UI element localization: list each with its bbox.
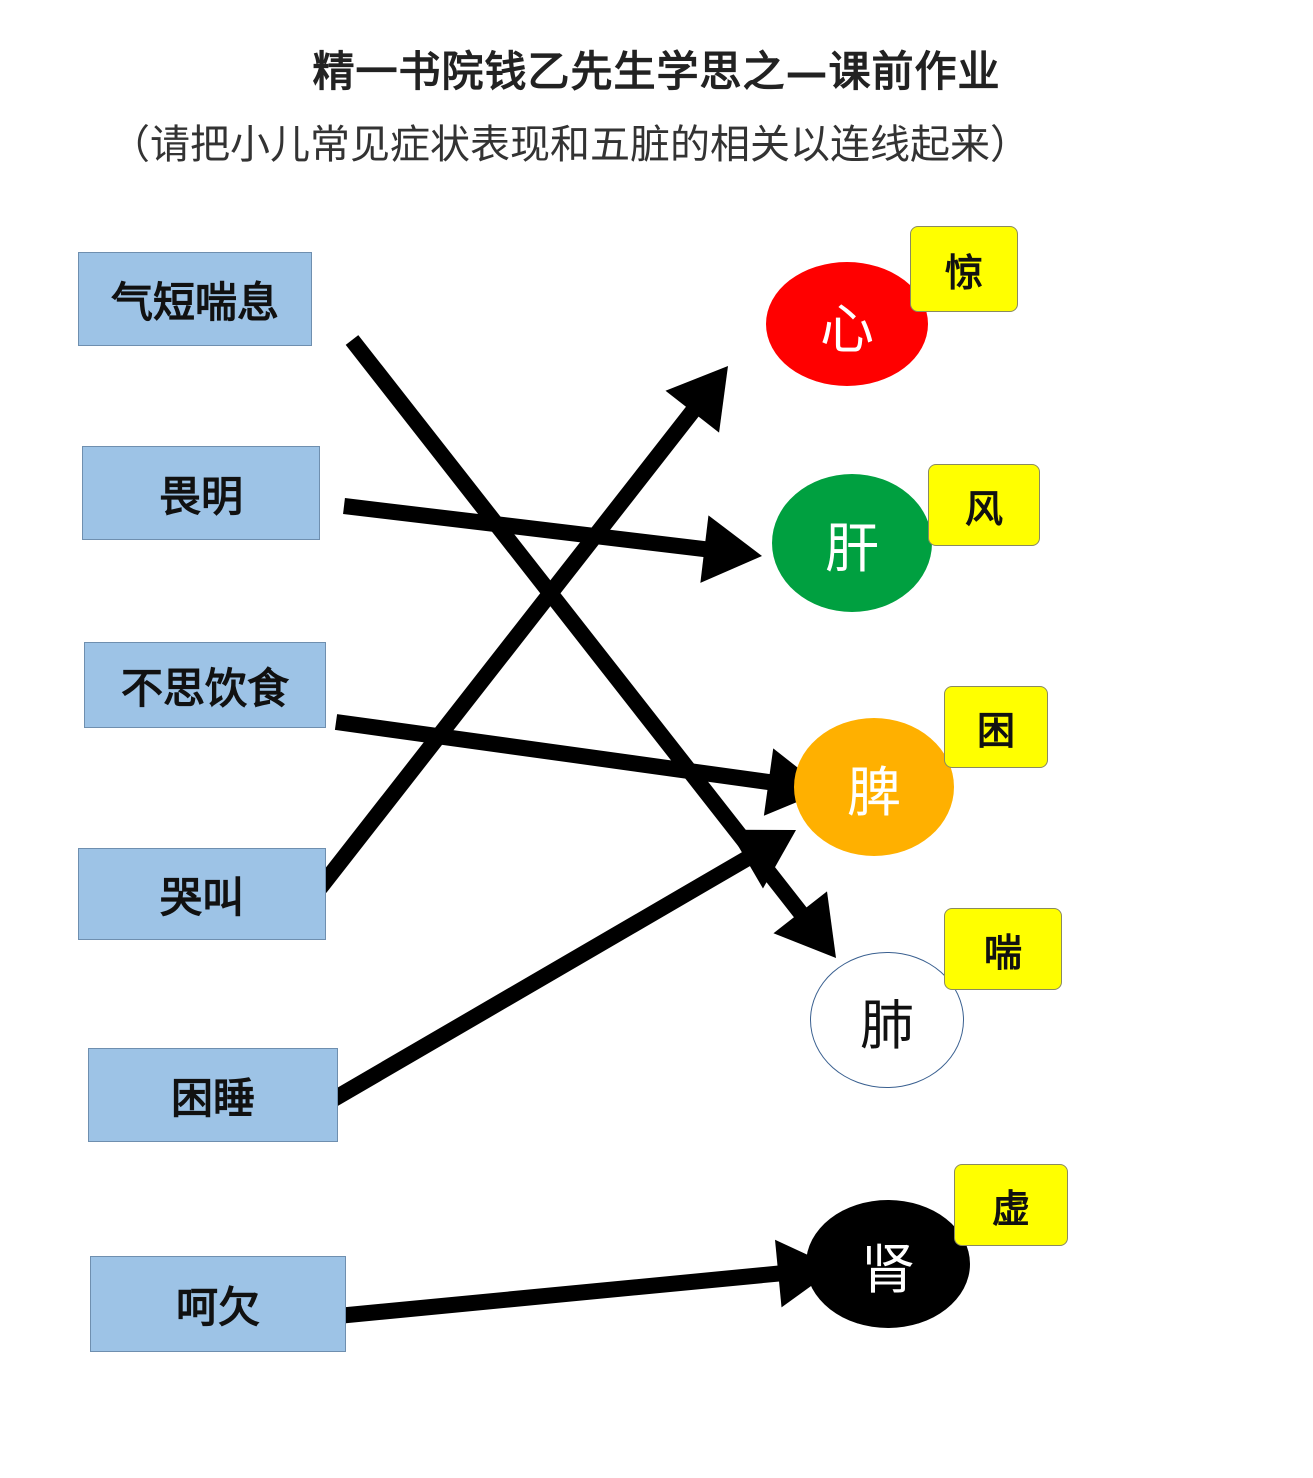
arrow-shaft-4	[313, 402, 703, 893]
page-title: 精一书院钱乙先生学思之—课前作业	[312, 47, 1001, 96]
instruction-subtitle: （请把小儿常见症状表现和五脏的相关以连线起来）	[110, 122, 1030, 168]
symptom-box-photophobia[interactable]: 畏明	[82, 446, 320, 540]
organ-label: 肺	[860, 993, 914, 1057]
organ-spleen[interactable]: 脾	[794, 718, 954, 856]
arrow-shaft-2	[343, 498, 712, 558]
organ-kidney[interactable]: 肾	[806, 1200, 970, 1328]
symptom-box-crying[interactable]: 哭叫	[78, 848, 326, 940]
symptom-box-shortness-of-breath[interactable]: 气短喘息	[78, 252, 312, 346]
tag-fright: 惊	[910, 226, 1018, 312]
organ-liver[interactable]: 肝	[772, 474, 932, 612]
organ-label: 心	[820, 297, 874, 361]
organ-lung[interactable]: 肺	[810, 952, 964, 1088]
tag-wheeze: 喘	[944, 908, 1062, 990]
symptom-box-yawning[interactable]: 呵欠	[90, 1256, 346, 1352]
arrow-head-4	[665, 366, 728, 433]
organ-heart[interactable]: 心	[766, 262, 928, 386]
arrow-shaft-1	[345, 335, 811, 922]
organ-label: 肾	[861, 1237, 915, 1301]
symptom-label: 哭叫	[159, 872, 244, 922]
organ-label: 肝	[825, 516, 879, 580]
symptom-box-no-appetite[interactable]: 不思饮食	[84, 642, 326, 728]
symptom-label: 呵欠	[175, 1282, 260, 1332]
arrow-head-2	[700, 515, 762, 583]
symptom-box-drowsiness[interactable]: 困睡	[88, 1048, 338, 1142]
symptom-label: 气短喘息	[110, 277, 279, 327]
arrow-head-6	[775, 1239, 836, 1308]
tag-sleepy: 困	[944, 686, 1048, 768]
tag-deficiency: 虚	[954, 1164, 1068, 1246]
arrow-shaft-5	[279, 849, 756, 1135]
symptom-label: 不思饮食	[120, 663, 289, 713]
symptom-label: 畏明	[158, 471, 243, 521]
arrow-shaft-3	[334, 714, 776, 791]
organ-label: 脾	[847, 760, 901, 824]
symptom-label: 困睡	[170, 1073, 255, 1123]
arrow-head-1	[773, 891, 836, 958]
arrow-head-5	[728, 829, 796, 889]
arrow-shaft-6	[295, 1265, 786, 1328]
tag-wind: 风	[928, 464, 1040, 546]
